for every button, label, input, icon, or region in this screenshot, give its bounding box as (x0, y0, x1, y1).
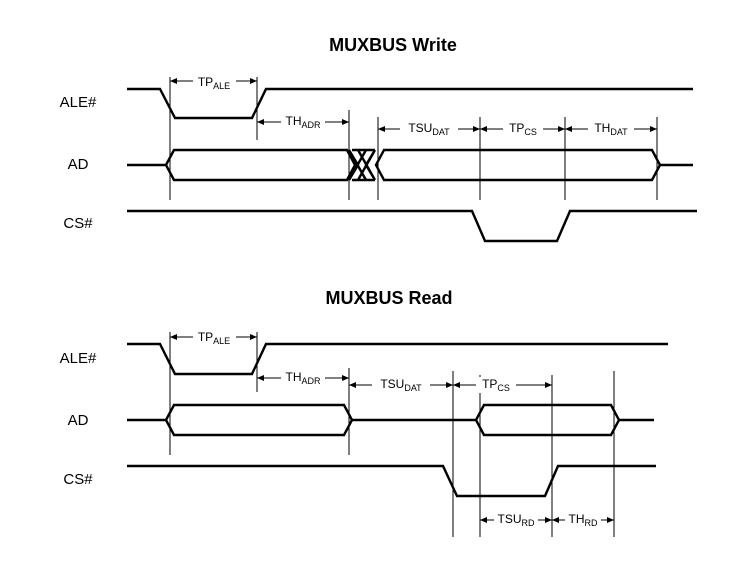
write-ale-label: ALE# (60, 94, 97, 111)
write-guide-lines (169, 77, 658, 200)
read-ad-waveform (127, 403, 654, 437)
write-tpale-label: TPALE (198, 75, 230, 91)
read-cs-waveform (127, 464, 656, 498)
read-tsudat-label: TSUDAT (380, 377, 422, 393)
read-diagram: MUXBUS Read ALE# AD CS# TPALE (60, 288, 668, 537)
write-ad-label: AD (68, 156, 89, 173)
read-tpcs-label: TPCS (482, 377, 510, 393)
write-tpcs-label: TPCS (509, 121, 537, 137)
read-ale-waveform (127, 342, 668, 376)
read-ale-label: ALE# (60, 350, 97, 367)
read-cs-label: CS# (63, 471, 93, 488)
read-thadr-label: THADR (285, 370, 321, 386)
write-thdat-label: THDAT (594, 121, 628, 137)
write-tsudat-label: TSUDAT (408, 121, 450, 137)
write-cs-label: CS# (63, 215, 93, 232)
read-title: MUXBUS Read (325, 288, 452, 308)
read-ad-label: AD (68, 412, 89, 429)
read-tsurd-label: TSURD (498, 512, 535, 528)
write-ale-waveform (127, 87, 693, 120)
write-thadr-label: THADR (285, 114, 321, 130)
write-diagram: MUXBUS Write ALE# AD CS# (60, 35, 697, 243)
write-ad-waveform (127, 148, 693, 182)
read-tpale-label: TPALE (198, 330, 230, 346)
write-cs-waveform (127, 209, 697, 243)
read-thrd-label: THRD (569, 512, 598, 528)
write-title: MUXBUS Write (329, 35, 457, 55)
